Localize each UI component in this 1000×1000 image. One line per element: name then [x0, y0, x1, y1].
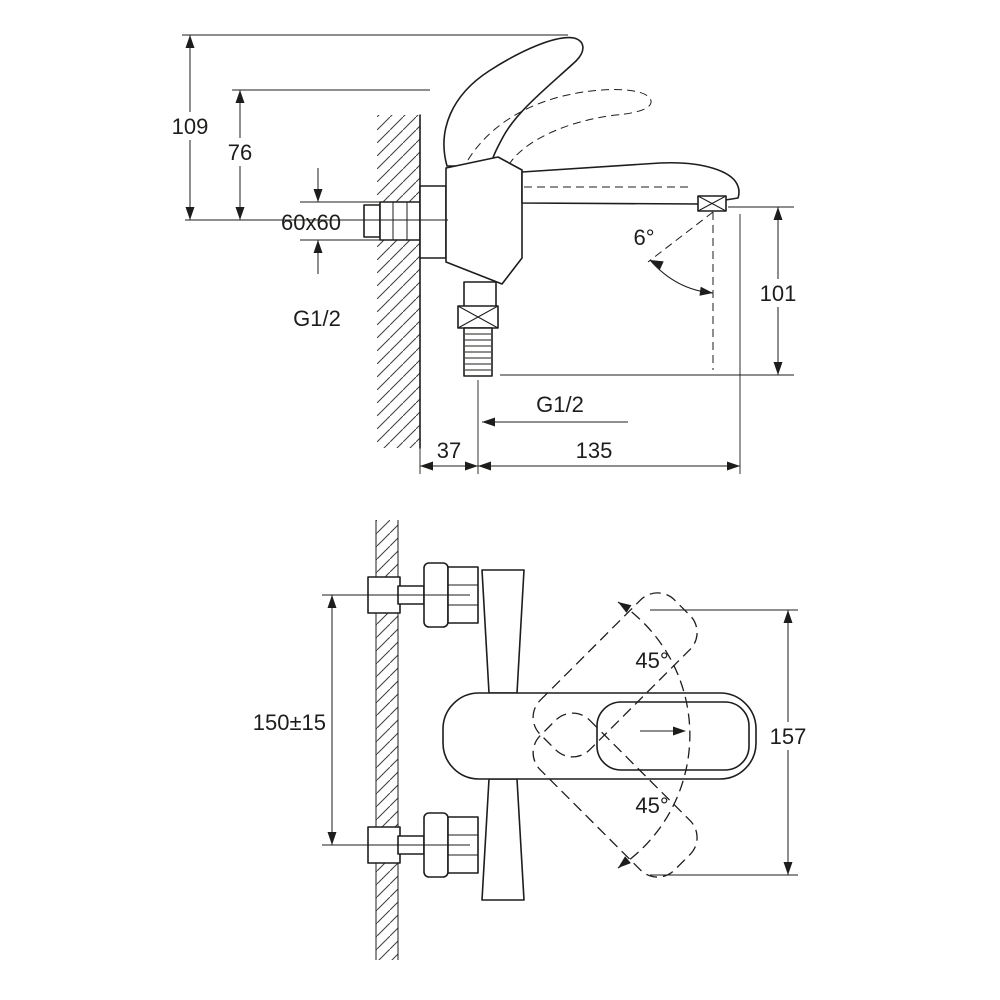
dim-inlet-thread-label: G1/2	[293, 306, 341, 331]
dim-handle-height-label: 76	[228, 140, 252, 165]
label-backing-109	[167, 112, 213, 140]
dim-escutcheon-label: 60x60	[281, 210, 341, 235]
dim-spout-drop-label: 101	[760, 281, 797, 306]
inlet-square-head-side	[363, 204, 381, 238]
inlet-hex-union-side	[379, 201, 421, 241]
dim-swing-upper-label: 45°	[635, 648, 668, 673]
side-view: 109 76 60x60 G1/2 6° 101 G1/2 37 135	[167, 34, 802, 474]
lever-position-down-45	[532, 712, 698, 878]
riser-upper	[481, 569, 525, 694]
dim-spout-angle-label: 6°	[633, 225, 654, 250]
mixer-body-front	[442, 692, 757, 780]
extension-lines-front	[322, 594, 798, 876]
aerator-cross-mark	[697, 195, 727, 212]
escutcheon-side	[419, 185, 447, 259]
lever-handle-front	[596, 701, 750, 771]
label-backing-76	[225, 138, 255, 166]
lever-position-up-45	[532, 592, 698, 758]
lever-handle-alt-position	[467, 89, 652, 164]
lever-handle-side	[443, 36, 584, 167]
mixer-body-side	[445, 156, 523, 285]
dim-spout-reach-label: 135	[576, 438, 613, 463]
dim-inlet-distance-label: 150±15	[253, 710, 326, 735]
dim-wall-offset-label: 37	[437, 438, 461, 463]
inlet-hex-facets-bottom	[448, 834, 478, 856]
label-backing-157	[764, 722, 812, 750]
dim-overall-height-label: 109	[172, 114, 209, 139]
outlet-cross-mark	[457, 305, 499, 329]
outlet-neck	[463, 281, 497, 309]
front-view: 150±15 45° 45° 157	[253, 520, 812, 960]
dim-outlet-thread-label: G1/2	[536, 392, 584, 417]
inlet-hex-facets-side	[392, 202, 408, 240]
dim-swing-lower-label: 45°	[635, 793, 668, 818]
thread-lines	[465, 333, 491, 371]
inlet-hex-facets-top	[448, 584, 478, 606]
riser-lower	[481, 778, 525, 901]
label-backing-101	[754, 279, 802, 307]
handle-swing-arc	[617, 601, 691, 869]
extension-lines-side	[182, 34, 794, 474]
dim-body-span-label: 157	[770, 724, 807, 749]
wall-hatching-side	[377, 115, 420, 448]
spout-angle-rays	[647, 211, 714, 370]
spout-side	[521, 161, 740, 205]
